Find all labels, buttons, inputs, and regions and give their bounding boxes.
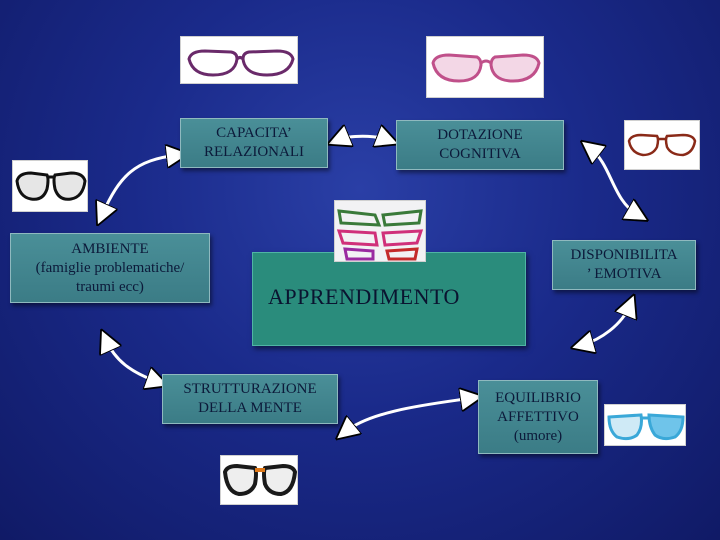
node-strutturazione: STRUTTURAZIONE DELLA MENTE [162, 374, 338, 424]
node-apprendimento [252, 252, 526, 346]
node-disponibilita-emotiva: DISPONIBILITA ’ EMOTIVA [552, 240, 696, 290]
node-ambiente: AMBIENTE (famiglie problematiche/ traumi… [10, 233, 210, 303]
node-dotazione-label: DOTAZIONE COGNITIVA [437, 127, 523, 162]
node-capacita-label: CAPACITA’ RELAZIONALI [204, 125, 304, 160]
arrow-disponibilita-equilibrio [582, 305, 630, 345]
arrow-strutturazione-ambiente [106, 340, 158, 382]
glasses-icon [624, 120, 700, 170]
glasses-icon [12, 160, 88, 212]
node-equilibrio-label: EQUILIBRIO AFFETTIVO (umore) [495, 389, 581, 444]
arrow-capacita-dotazione [338, 136, 388, 140]
glasses-icon [220, 455, 298, 505]
arrow-ambiente-capacita [102, 155, 178, 215]
node-apprendimento-label: APPRENDIMENTO [268, 284, 460, 309]
node-capacita-relazionali: CAPACITA’ RELAZIONALI [180, 118, 328, 168]
glasses-icon [334, 200, 426, 262]
node-dotazione-cognitiva: DOTAZIONE COGNITIVA [396, 120, 564, 170]
glasses-icon [180, 36, 298, 84]
arrow-equilibrio-strutturazione [345, 398, 472, 432]
node-ambiente-label: AMBIENTE (famiglie problematiche/ traumi… [35, 240, 185, 295]
node-strutturazione-label: STRUTTURAZIONE DELLA MENTE [183, 381, 317, 416]
glasses-icon [426, 36, 544, 98]
arrow-dotazione-disponibilita [590, 148, 638, 215]
glasses-icon [604, 404, 686, 446]
node-disponibilita-label: DISPONIBILITA ’ EMOTIVA [570, 247, 678, 282]
node-equilibrio-affettivo: EQUILIBRIO AFFETTIVO (umore) [478, 380, 598, 454]
